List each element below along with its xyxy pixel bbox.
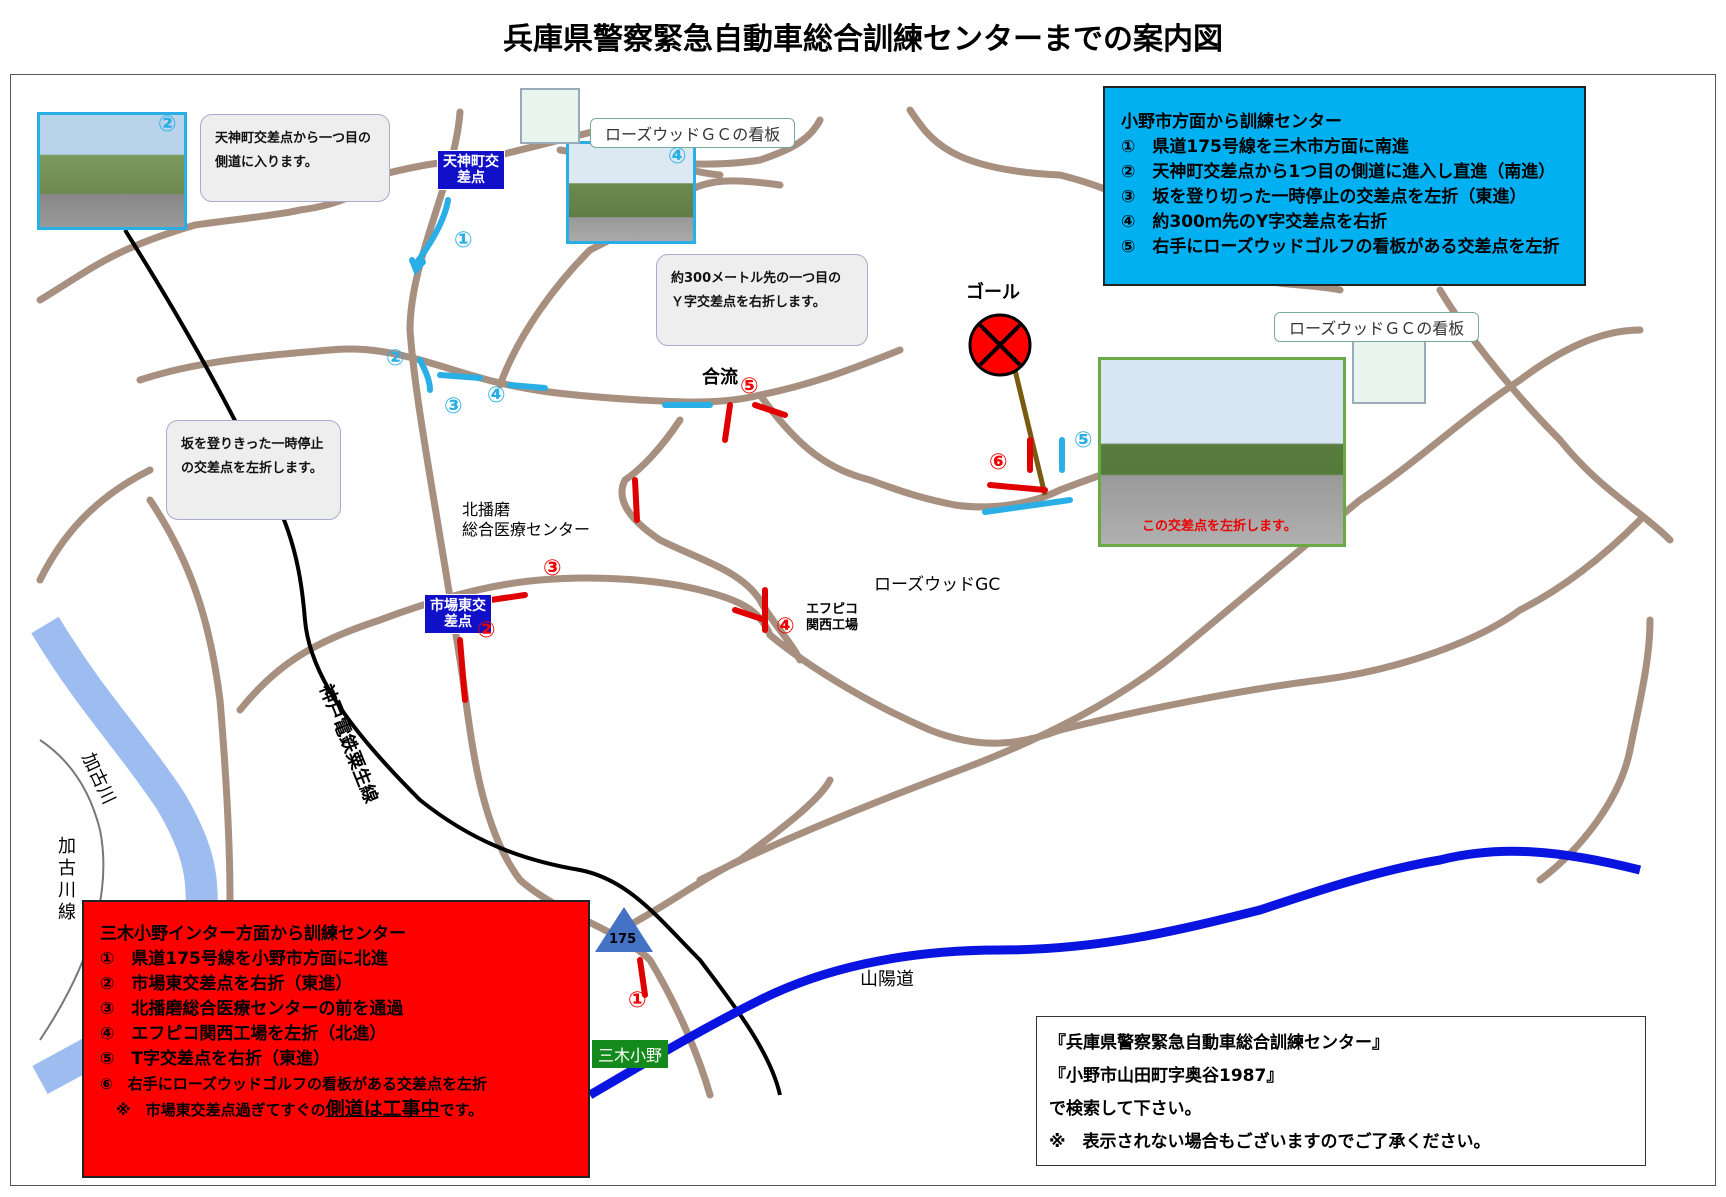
hospital-label-2: 総合医療センター [462,520,591,539]
north-marker-4: ④ [487,383,506,408]
south-marker-1: ① [628,988,647,1013]
photo-yfork [566,141,696,244]
north-route-heading: 小野市方面から訓練センター [1121,112,1342,132]
road-middle-south [616,776,834,934]
construction-note-emphasis: 側道は工事中 [325,1098,440,1120]
map-frame [10,74,1716,1186]
north-marker-1: ① [454,228,473,253]
north-marker-3: ③ [444,394,463,419]
road-west-diag [36,466,154,584]
south-marker-3: ③ [543,556,562,581]
south-step-4: ④ エフピコ関西工場を左折（北進） [100,1024,387,1044]
fpco-label-2: 関西工場 [806,618,859,633]
rosewood-gc-label: ローズウッドGC [874,575,1001,595]
south-route-box: 三木小野インター方面から訓練センター ① 県道175号線を小野市方面に北進 ② … [82,900,590,1178]
south-route-heading: 三木小野インター方面から訓練センター [100,924,406,944]
north-route-box: 小野市方面から訓練センター ① 県道175号線を三木市方面に南進 ② 天神町交差… [1103,86,1586,286]
photo-caption: この交差点を左折します。 [1142,519,1297,534]
kakogawa-line-label: 加古川線 [58,836,76,923]
south-step-1: ① 県道175号線を小野市方面に北進 [100,949,388,969]
north-step-3: ③ 坂を登り切った一時停止の交差点を左折（東進） [1121,187,1527,207]
photo-marker-4: ④ [668,144,687,169]
goal-label: ゴール [966,282,1020,303]
goal-pole [1012,369,1048,496]
sign-label-rosewood-1: ローズウッドＧＣの看板 [590,118,796,148]
north-marker-5: ⑤ [1074,428,1093,453]
ichiba-intersection-label: 市場東交差点 [424,594,492,634]
kakogawa-line-rail [39,739,105,1041]
construction-note: ※ 市場東交差点過ぎてすぐの側道は工事中です。 [100,1097,572,1123]
north-step-5: ⑤ 右手にローズウッドゴルフの看板がある交差点を左折 [1121,237,1560,257]
route-175-label: 175 [609,932,637,947]
photo-sign-small-2 [1352,340,1426,404]
callout-stop-left: 坂を登りきった一時停止の交差点を左折します。 [166,420,341,520]
photo-intersection [1098,357,1346,547]
road-ichiba [236,574,1064,747]
photo-marker-2: ② [158,112,177,137]
sanyo-label: 山陽道 [860,969,914,990]
south-marker-5: ⑤ [740,374,759,399]
road-loop [618,416,804,664]
callout-yfork: 約300メートル先の一つ目のＹ字交差点を右折します。 [656,254,868,346]
north-step-4: ④ 約300ｍ先のY字交差点を右折 [1121,212,1388,232]
sanyo-expressway [587,846,1642,1099]
construction-note-prefix: ※ 市場東交差点過ぎてすぐの [116,1101,326,1119]
road-southwest [146,496,234,904]
south-marker-4: ④ [776,614,795,639]
south-step-5: ⑤ T字交差点を右折（東進） [100,1049,330,1069]
miki-ono-ic-label: 三木小野 [592,1040,669,1068]
route-175-road [406,108,714,1099]
north-route-arrows [409,197,1073,515]
route-175-icon [595,907,653,952]
north-marker-2: ② [386,346,405,371]
south-marker-6: ⑥ [989,450,1008,475]
hospital-label-1: 北播磨 [462,500,511,519]
callout-tenjin-sideroad: 天神町交差点から一つ目の側道に入ります。 [200,114,390,202]
south-route-arrows [457,402,1048,998]
construction-note-suffix: です。 [439,1101,484,1119]
search-line-3: で検索して下さい。 [1049,1099,1202,1119]
road-east-diag [696,326,1644,884]
road-west-2 [136,345,904,406]
south-step-3: ③ 北播磨総合医療センターの前を通過 [100,999,404,1019]
road-east-edge [1536,616,1654,884]
north-step-2: ② 天神町交差点から1つ目の側道に進入し直進（南進） [1121,162,1556,182]
south-step-2: ② 市場東交差点を右折（東進） [100,974,353,994]
south-step-6: ⑥ 右手にローズウッドゴルフの看板がある交差点を左折 [100,1075,487,1093]
south-marker-2: ② [477,618,496,643]
sign-label-rosewood-2: ローズウッドＧＣの看板 [1274,312,1480,342]
photo-sign-small-1 [520,88,580,144]
search-line-1: 『兵庫県警察緊急自動車総合訓練センター』 [1049,1033,1389,1053]
tenjin-intersection-label: 天神町交差点 [437,150,505,190]
north-step-1: ① 県道175号線を三木市方面に南進 [1121,137,1409,157]
page-title: 兵庫県警察緊急自動車総合訓練センターまでの案内図 [503,22,1223,57]
search-instructions-box: 『兵庫県警察緊急自動車総合訓練センター』 『小野市山田町字奥谷1987』 で検索… [1036,1016,1646,1166]
road-east-south [1056,516,1644,734]
search-line-4: ※ 表示されない場合もございますのでご了承ください。 [1049,1132,1491,1152]
photo-sideroad [37,112,187,230]
gouryu-label: 合流 [702,367,738,388]
fpco-label-1: エフピコ [806,602,859,617]
search-line-2: 『小野市山田町字奥谷1987』 [1049,1066,1284,1086]
